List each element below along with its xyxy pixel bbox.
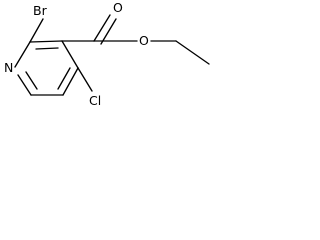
bond-c2-c3-inner [35, 47, 59, 50]
atom-labels: Br N O O Cl [4, 0, 149, 108]
carbonyl-oxygen-label: O [113, 0, 123, 15]
ester-oxygen-label: O [139, 33, 149, 48]
background [0, 0, 220, 138]
bond-n1-c2 [14, 41, 31, 68]
bond-c6-n1-inner [25, 71, 38, 90]
chlorine-label: Cl [89, 93, 101, 108]
substituent-bonds [29, 14, 210, 92]
bond-ch2-ch3 [175, 40, 210, 65]
bond-c2-br [29, 18, 44, 43]
bond-carbonyl-double-outer [93, 14, 111, 42]
nitrogen-label: N [4, 60, 13, 75]
bond-c6-n1 [17, 74, 32, 96]
bond-c4-c5-inner [57, 67, 71, 90]
bond-c4-cl [77, 67, 93, 92]
bond-carbonyl-double-inner [100, 18, 117, 45]
chemical-structure: Br N O O Cl [0, 0, 220, 138]
bond-c2-c3 [29, 40, 63, 43]
bond-c3-c4 [61, 40, 79, 69]
bromine-label: Br [33, 3, 48, 18]
pyridine-ring [14, 40, 79, 96]
bond-c4-c5 [62, 67, 79, 96]
